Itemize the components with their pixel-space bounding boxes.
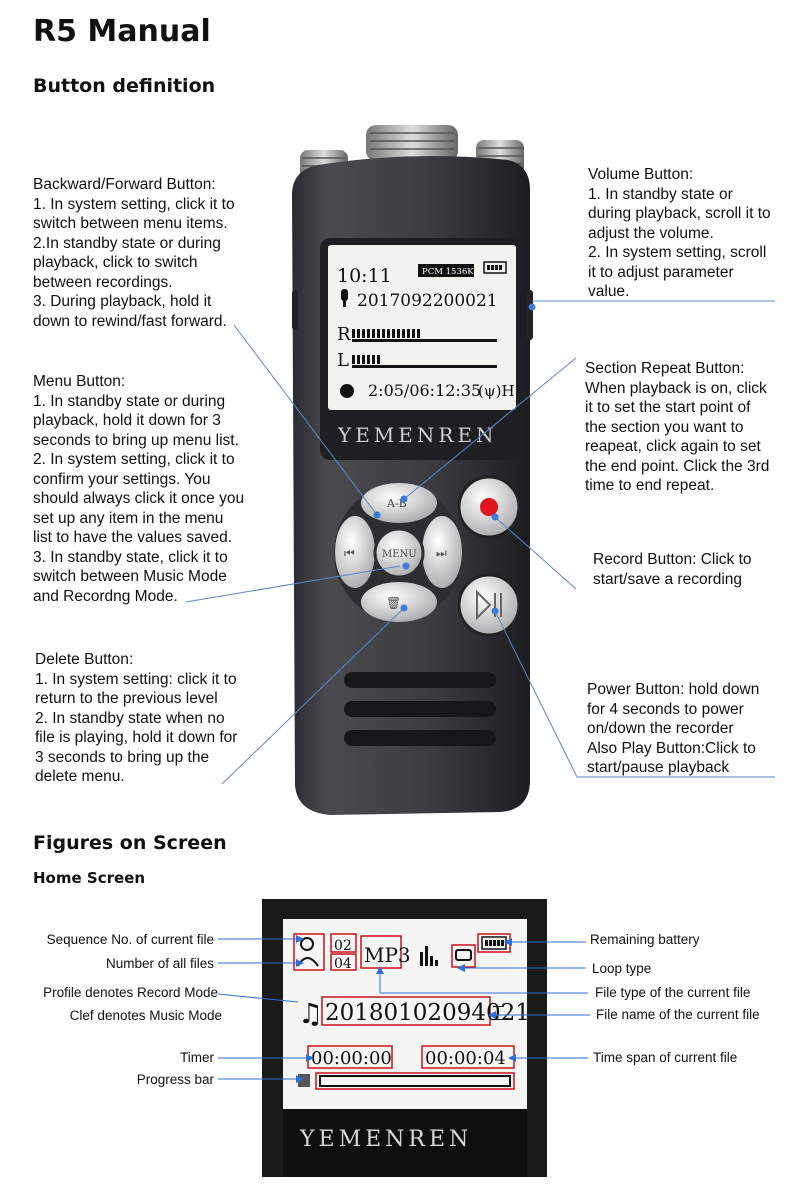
record-status-icon [340, 384, 354, 398]
screen-badge: PCM 1536K [422, 267, 474, 277]
label-time-span: Time span of current file [593, 1050, 738, 1065]
label-profile-record: Profile denotes Record Mode [43, 985, 218, 1000]
cursor-icon: ⌶ [492, 1001, 504, 1025]
forward-icon: ⏭ [436, 546, 447, 560]
label-timer: Timer [180, 1050, 214, 1065]
dpad: A-B MENU ⏮ ⏭ 🗑 [334, 483, 462, 622]
note-record-title: Record Button [593, 551, 693, 568]
speaker-grill [344, 672, 496, 746]
screen-l-label: L [337, 350, 349, 371]
level-meter-left [352, 355, 497, 368]
backward-icon: ⏮ [344, 546, 355, 560]
screen-r-label: R [337, 324, 351, 345]
loop-icon [455, 949, 472, 961]
brand-logo: YEMENREN [337, 423, 498, 447]
home-total: 04 [334, 956, 352, 972]
delete-button[interactable] [361, 582, 437, 622]
home-seq: 02 [334, 938, 352, 954]
label-file-type: File type of the current file [595, 985, 751, 1000]
label-sequence-no: Sequence No. of current file [46, 932, 214, 947]
trash-icon: 🗑 [386, 596, 401, 610]
note-menu-body: : 1. In standby state or during playback… [33, 373, 245, 605]
menu-label: MENU [382, 549, 417, 560]
note-backward-forward: Backward/Forward Button: 1. In system se… [33, 175, 263, 331]
label-number-of-files: Number of all files [105, 956, 214, 971]
home-filetype: MP3 [364, 943, 411, 967]
label-file-name: File name of the current file [596, 1007, 760, 1022]
home-timespan: 00:00:04 [425, 1048, 506, 1069]
note-power-body1: : hold down for 4 seconds to power on/do… [587, 681, 760, 757]
menu-button[interactable] [373, 527, 425, 579]
label-progress-bar: Progress bar [136, 1072, 214, 1087]
note-volume-body: : 1. In standby state or during playback… [588, 166, 771, 300]
note-repeat-body: : When playback is on, click it to set t… [585, 360, 770, 494]
home-brand-logo: YEMENREN [299, 1127, 472, 1152]
clef-icon: ♫ [298, 997, 323, 1030]
backward-button[interactable] [335, 516, 375, 588]
battery-icon [483, 261, 507, 274]
note-delete-title: Delete Button [35, 651, 129, 668]
note-delete: Delete Button: 1. In system setting: cli… [35, 650, 265, 787]
note-repeat-title: Section Repeat Button [585, 360, 741, 377]
note-record-body: : Click to start/save a recording [593, 551, 752, 588]
section-heading-home: Home Screen [33, 869, 146, 887]
note-menu: Menu Button: 1. In standby state or duri… [33, 372, 263, 606]
status-square-icon [298, 1074, 310, 1087]
section-heading-figures: Figures on Screen [33, 832, 227, 854]
microphone-center [366, 125, 458, 161]
note-power-title: Power Button [587, 681, 681, 698]
page-title: R5 Manual [33, 14, 211, 49]
note-backward-body: : 1. In system setting, click it to swit… [33, 176, 235, 330]
screen-progress: 2:05/06:12:35 [368, 381, 481, 400]
label-remaining-battery: Remaining battery [590, 932, 700, 947]
note-volume-title: Volume Button [588, 166, 689, 183]
note-record: Record Button: Click to start/save a rec… [593, 550, 793, 589]
screen-time: 10:11 [337, 265, 392, 287]
microphone-icon [341, 289, 348, 307]
label-loop-type: Loop type [592, 961, 652, 976]
note-power-body2: :Click to start/pause playback [587, 739, 756, 777]
label-clef-music: Clef denotes Music Mode [69, 1008, 222, 1023]
note-menu-title: Menu Button [33, 373, 121, 390]
home-screen-figure: YEMENREN 02 04 MP3 ♫ 20180102094021 ⌶ 00… [217, 899, 590, 1177]
note-section-repeat: Section Repeat Button: When playback is … [585, 359, 795, 496]
note-play-title: Play Button [621, 739, 701, 757]
forward-button[interactable] [422, 516, 462, 588]
lcd-screen [328, 245, 516, 410]
section-heading-buttons: Button definition [33, 75, 216, 97]
level-meter-right [352, 329, 497, 342]
screen-filename: 2017092200021 [357, 291, 498, 311]
progress-bar [319, 1075, 511, 1087]
side-switch[interactable] [292, 290, 298, 330]
ab-button[interactable] [361, 483, 437, 523]
home-timer: 00:00:00 [311, 1048, 392, 1069]
volume-wheel[interactable] [526, 290, 533, 340]
note-backward-title: Backward/Forward Button [33, 176, 212, 193]
screen-mode: (ψ)H [478, 382, 515, 400]
equalizer-icon [420, 946, 438, 966]
note-power: Power Button: hold down for 4 seconds to… [587, 680, 797, 778]
record-icon [480, 498, 498, 516]
note-delete-body: : 1. In system setting: click it to retu… [35, 651, 238, 785]
recorder-illustration: 10:11 PCM 1536K 2017092200021 R L 2:05/0… [185, 125, 775, 815]
play-pause-icon [476, 589, 492, 621]
note-volume: Volume Button: 1. In standby state or du… [588, 165, 788, 302]
